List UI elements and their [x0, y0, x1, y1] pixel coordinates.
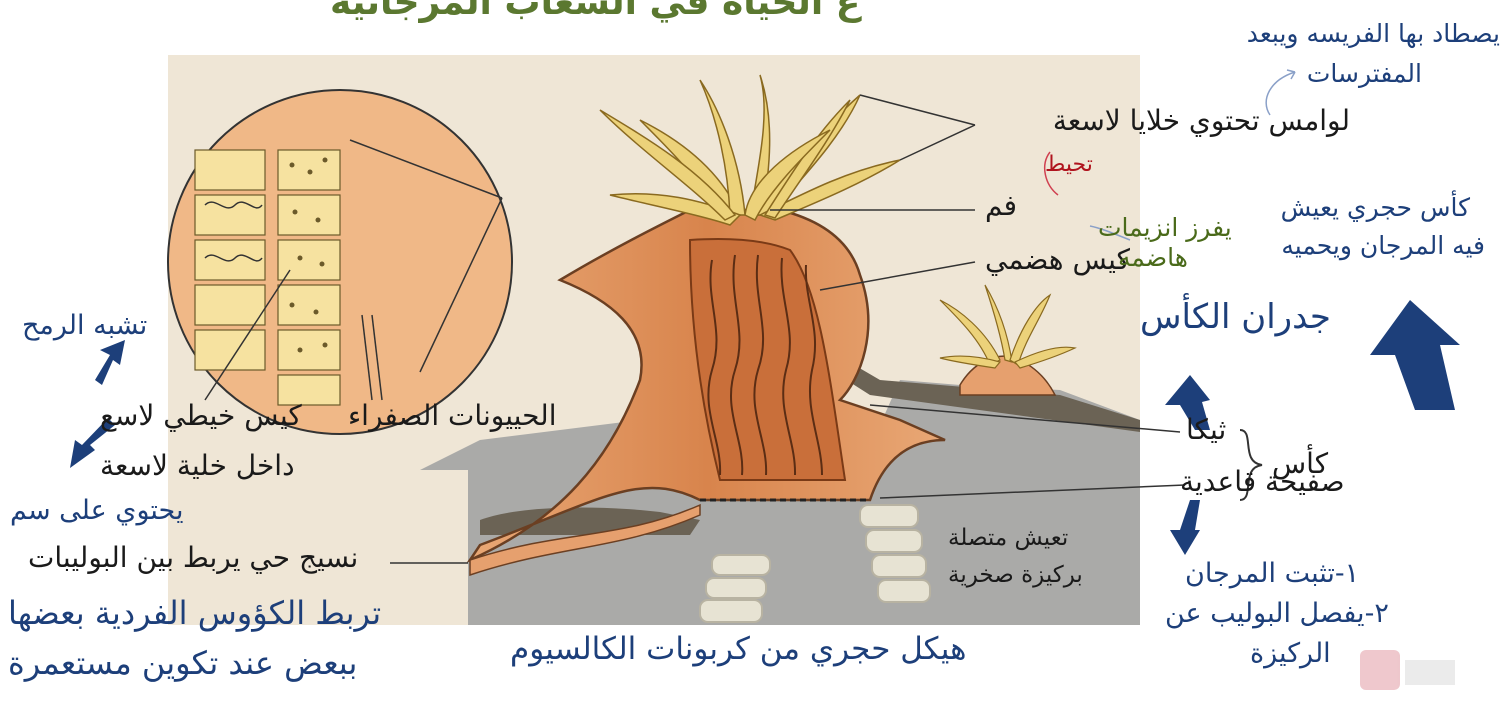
zoom-inset: [168, 90, 512, 434]
note-cup-walls: جدران الكأس: [1140, 298, 1331, 337]
note-harpoon: تشبه الرمح: [22, 310, 147, 341]
note-surround: تحيط: [1045, 152, 1093, 177]
note-skeleton: هيكل حجري من كربونات الكالسيوم: [510, 632, 967, 668]
note-connect-1: تربط الكؤوس الفردية بعضها: [8, 595, 381, 632]
note-catch-prey-2: المفترسات: [1307, 60, 1422, 89]
note-function-2b: الركيزة: [1250, 638, 1331, 669]
label-cup: كأس: [1272, 448, 1328, 480]
note-function-1: ١-تثبت المرجان: [1185, 558, 1359, 589]
note-cup-desc-1: كأس حجري يعيش: [1281, 194, 1470, 223]
label-digestive-sac: كيس هضمي: [985, 244, 1130, 276]
note-catch-prey-1: يصطاد بها الفريسه ويبعد: [1247, 20, 1500, 49]
note-poison: يحتوي على سم: [10, 495, 183, 526]
label-nematocyst-1: كيس خيطي لاسع: [100, 400, 302, 432]
label-living-tissue: نسيج حي يربط بين البوليبات: [28, 542, 358, 574]
note-function-2a: ٢-يفصل البوليب عن: [1165, 598, 1389, 629]
publisher-logo: [1360, 650, 1455, 690]
label-theca: ثيكا: [1186, 414, 1226, 446]
note-connect-2: ببعض عند تكوين مستعمرة: [8, 645, 357, 682]
note-secrete-2: هاضمه: [1118, 244, 1188, 273]
note-secrete-1: يفرز انزيمات: [1098, 214, 1232, 243]
page-title: ع الحياة في الشعاب المرجانية: [330, 0, 860, 23]
note-attached-1: تعيش متصلة: [948, 525, 1068, 551]
label-zooxanthellae: الحييونات الصفراء: [348, 400, 556, 432]
label-mouth: فم: [985, 190, 1017, 222]
label-tentacles: لوامس تحتوي خلايا لاسعة: [1053, 105, 1350, 137]
note-attached-2: بركيزة صخرية: [948, 562, 1083, 588]
note-cup-desc-2: فيه المرجان ويحميه: [1281, 232, 1485, 261]
label-nematocyst-2: داخل خلية لاسعة: [100, 450, 295, 482]
